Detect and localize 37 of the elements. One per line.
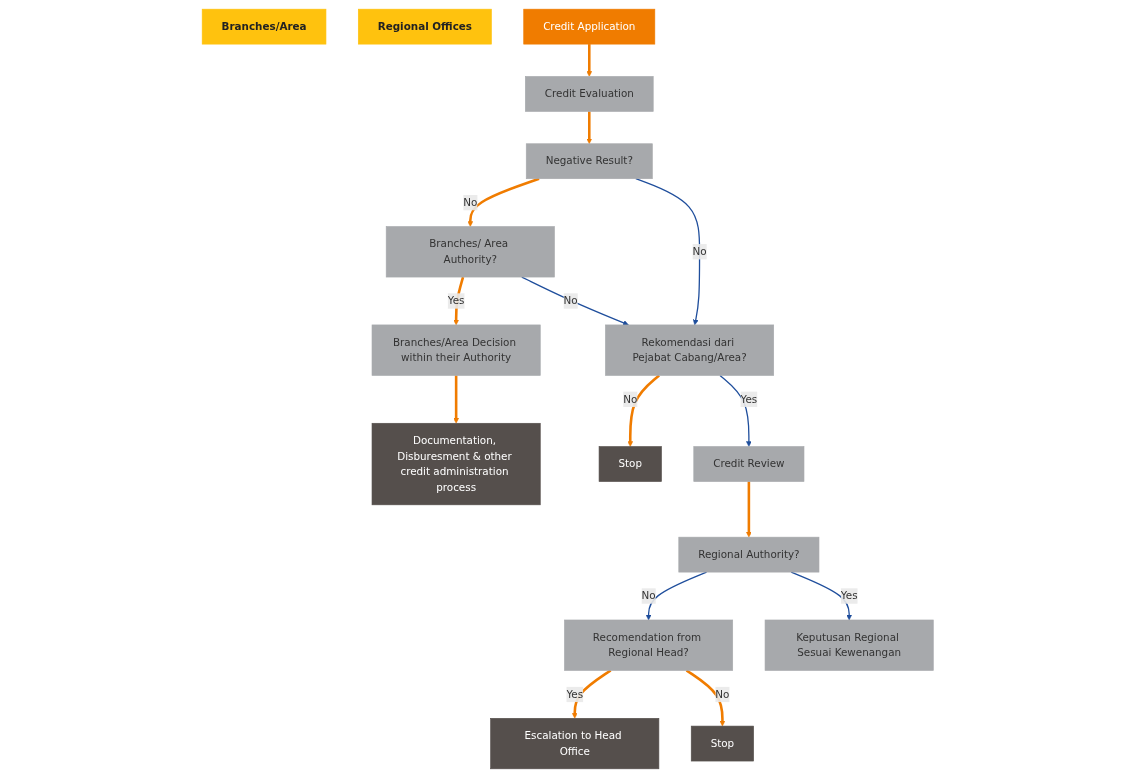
node-box: Regional Authority? bbox=[678, 536, 820, 573]
node-box: Credit Review bbox=[693, 446, 805, 482]
edge-label: No bbox=[641, 589, 656, 602]
arrow bbox=[627, 374, 661, 447]
node-box: Credit Evaluation bbox=[525, 76, 654, 112]
node-box: Regional Offices bbox=[358, 8, 492, 45]
arrow bbox=[586, 44, 593, 77]
node-box: Branches/ Area Authority? bbox=[386, 226, 555, 278]
arrow bbox=[467, 177, 540, 227]
node-box: Escalation to Head Office bbox=[490, 718, 660, 770]
edge-label: No bbox=[715, 687, 730, 701]
node-box: Negative Result? bbox=[526, 143, 653, 180]
edge-label: Yes bbox=[566, 687, 584, 701]
arrow bbox=[746, 481, 752, 538]
node-box: Stop bbox=[599, 446, 663, 482]
arrow bbox=[635, 178, 701, 326]
edge-label: No bbox=[692, 245, 707, 258]
node-box: Rekomendasi dari Pejabat Cabang/Area? bbox=[605, 324, 775, 376]
node-box: Branches/Area bbox=[202, 8, 327, 45]
arrow bbox=[719, 374, 752, 447]
arrow bbox=[453, 375, 460, 424]
edge-label: Yes bbox=[740, 392, 758, 406]
node-box: Keputusan Regional Sesuai Kewenangan bbox=[765, 619, 934, 671]
edge-label: No bbox=[563, 294, 578, 307]
node-box: Branches/Area Decision within their Authority bbox=[371, 324, 541, 376]
edge-label: No bbox=[463, 196, 478, 209]
edge-label: Yes bbox=[448, 294, 465, 307]
arrow bbox=[521, 276, 630, 326]
node-box: Credit Application bbox=[523, 8, 656, 45]
edge-label: Yes bbox=[841, 589, 858, 602]
node-box: Documentation, Disburesment & other credit administration process bbox=[371, 422, 541, 506]
node-box: Stop bbox=[691, 725, 755, 762]
edge-label: No bbox=[623, 392, 638, 406]
arrow bbox=[572, 669, 612, 719]
arrow bbox=[586, 111, 593, 144]
node-box: Recomendation from Regional Head? bbox=[564, 619, 734, 671]
arrow bbox=[686, 669, 726, 727]
